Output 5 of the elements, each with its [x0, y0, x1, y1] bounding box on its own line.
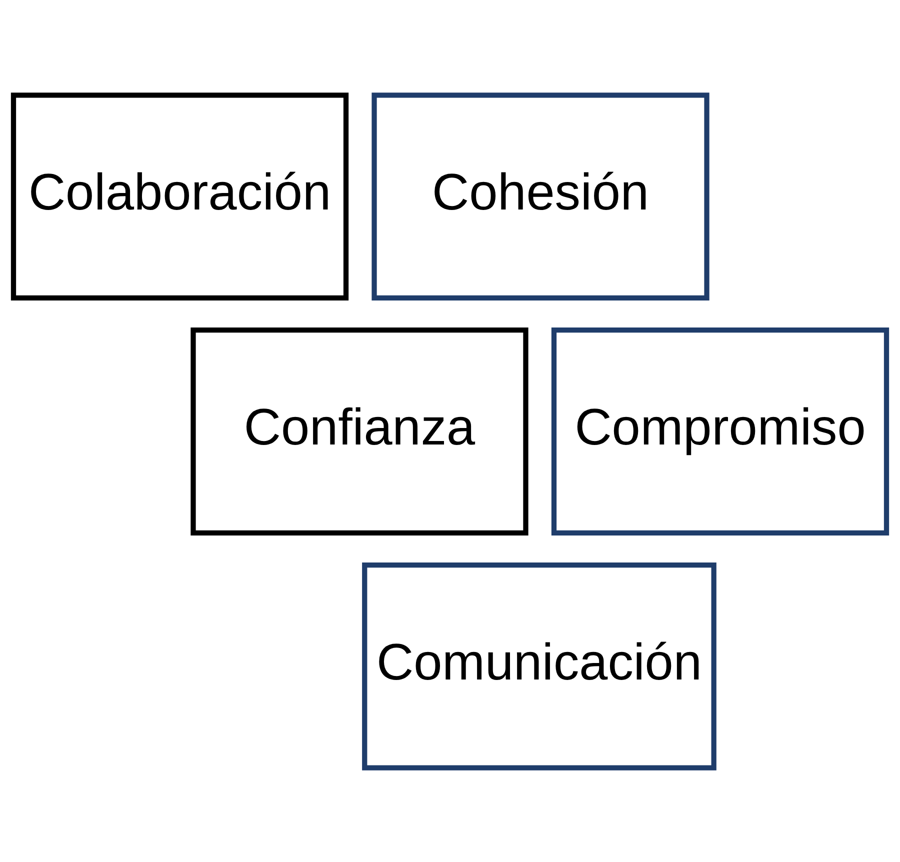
node-box: Cohesión	[372, 92, 710, 300]
node-box: Compromiso	[551, 327, 890, 535]
node-box: Colaboración	[10, 92, 349, 300]
node-box: Comunicación	[362, 562, 716, 770]
node-box: Confianza	[190, 327, 528, 535]
